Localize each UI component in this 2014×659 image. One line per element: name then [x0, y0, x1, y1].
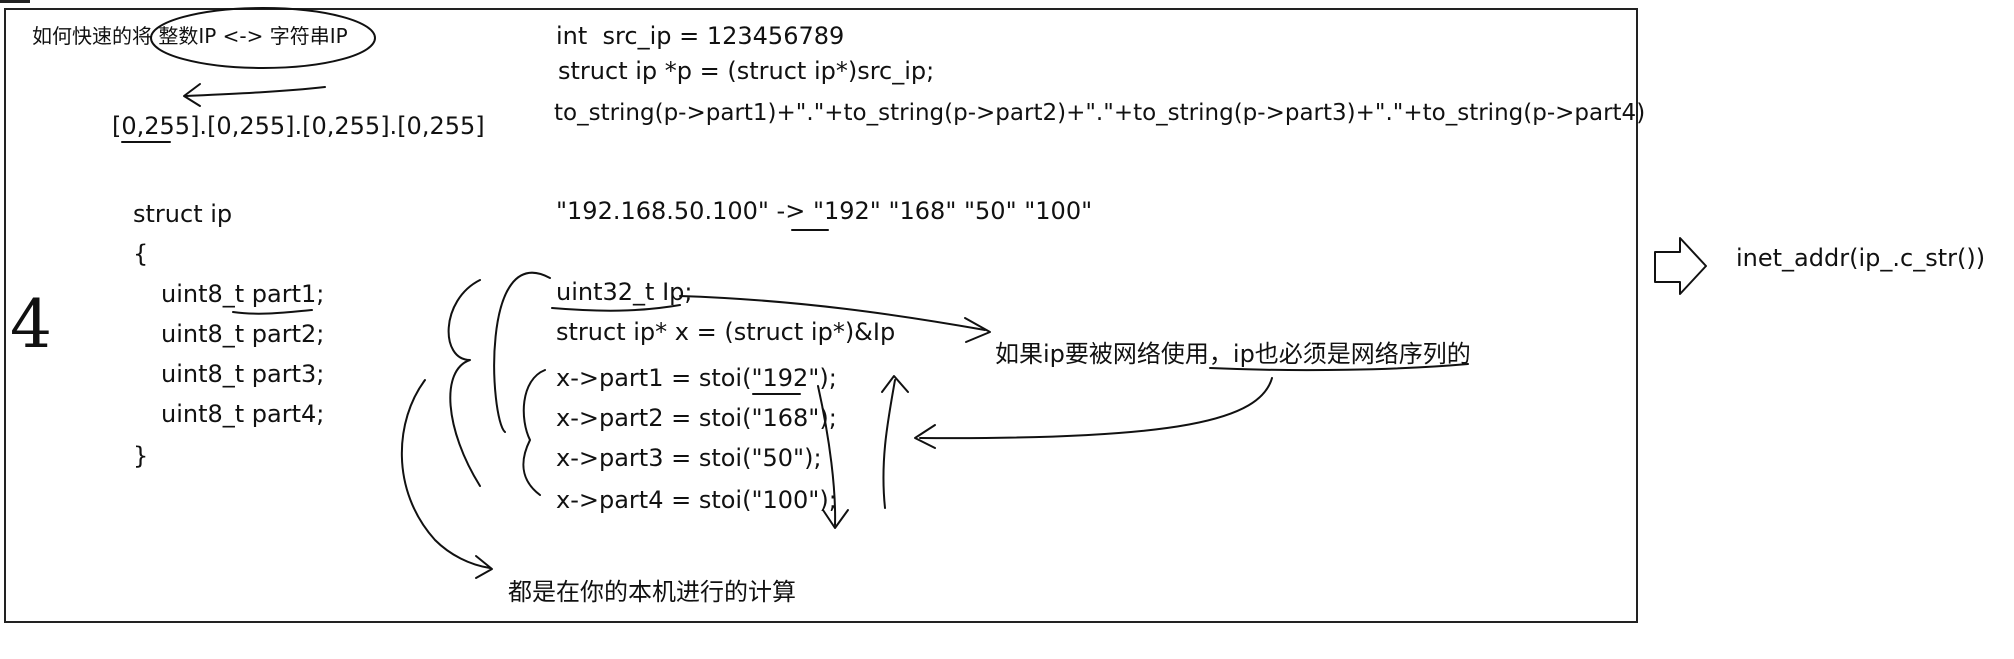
code-line: to_string(p->part1)+"."+to_string(p->par…: [554, 100, 1646, 126]
struct-line: uint8_t part2;: [161, 320, 325, 348]
code-line: struct ip* x = (struct ip*)&Ip: [556, 318, 896, 346]
struct-line: struct ip: [133, 200, 233, 228]
struct-line: }: [133, 442, 149, 470]
inet-addr-call: inet_addr(ip_.c_str()): [1736, 244, 1986, 272]
corner-mark: [0, 0, 30, 3]
block-arrow-icon: [1654, 237, 1707, 295]
struct-line: uint8_t part4;: [161, 400, 325, 428]
code-line: x->part4 = stoi("100");: [556, 486, 837, 514]
network-order-note: 如果ip要被网络使用，ip也必须是网络序列的: [995, 340, 1471, 368]
local-computation-note: 都是在你的本机进行的计算: [508, 578, 796, 606]
range-label: [0,255].[0,255].[0,255].[0,255]: [112, 112, 485, 140]
struct-line: {: [133, 240, 149, 268]
code-line: x->part1 = stoi("192");: [556, 364, 837, 392]
struct-line: uint8_t part1;: [161, 280, 325, 308]
code-line: x->part3 = stoi("50");: [556, 444, 822, 472]
title-text: 如何快速的将 整数IP <-> 字符串IP: [32, 24, 348, 48]
code-line: x->part2 = stoi("168");: [556, 404, 837, 432]
handwritten-digit: 4: [10, 286, 52, 363]
split-example: "192.168.50.100" -> "192" "168" "50" "10…: [556, 197, 1093, 225]
code-line: int src_ip = 123456789: [556, 22, 845, 50]
diagram-frame: [4, 8, 1638, 623]
code-line: struct ip *p = (struct ip*)src_ip;: [558, 57, 935, 85]
struct-line: uint8_t part3;: [161, 360, 325, 388]
code-line: uint32_t Ip;: [556, 278, 693, 306]
